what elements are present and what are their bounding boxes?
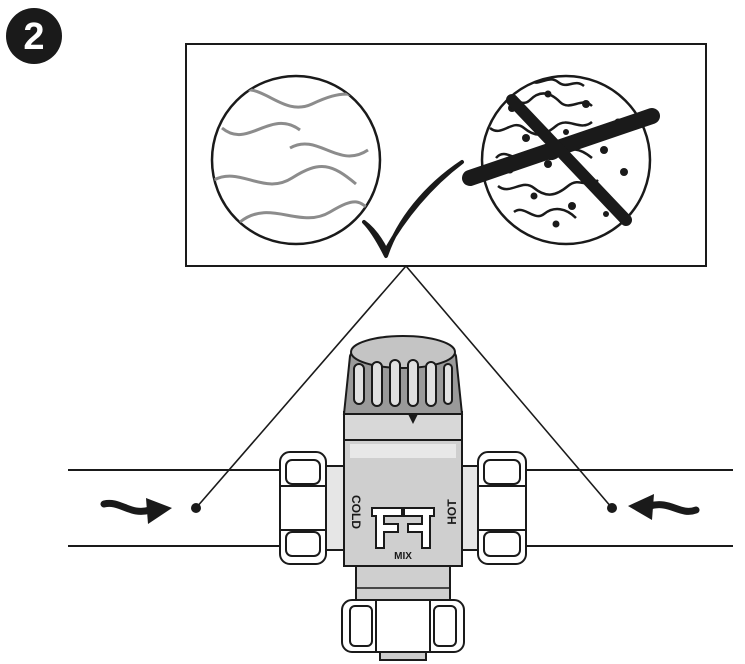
setting-pointer-icon: [408, 414, 418, 424]
inlet-point-left: [191, 503, 201, 513]
flow-arrow-right-icon: [628, 494, 700, 520]
pipe-right: [526, 469, 733, 547]
cold-inlet-label: COLD: [349, 495, 363, 529]
fitting-right: [459, 451, 527, 565]
pipe-left: [68, 469, 280, 547]
hot-inlet-label: HOT: [445, 499, 459, 525]
fitting-bottom: [341, 599, 465, 661]
fitting-left: [279, 451, 345, 565]
callout-leader-left: [195, 265, 407, 509]
check-mark-icon: [362, 160, 464, 258]
callout-leader-right: [405, 265, 613, 509]
valve-body: [343, 439, 463, 601]
clean-water-circle: [210, 74, 382, 246]
knob-grip-ridges: [353, 359, 453, 407]
valve-bonnet: [343, 411, 463, 441]
cross-out-icon: [462, 94, 660, 226]
brand-logo: MIX: [371, 507, 435, 562]
inlet-point-right: [607, 503, 617, 513]
step-badge-circle: [6, 8, 62, 64]
brand-label: MIX: [394, 551, 412, 562]
step-number: 2: [23, 16, 44, 58]
flow-arrow-left-icon: [100, 498, 172, 524]
step-badge: 2: [6, 8, 62, 64]
temperature-knob: [342, 335, 464, 415]
